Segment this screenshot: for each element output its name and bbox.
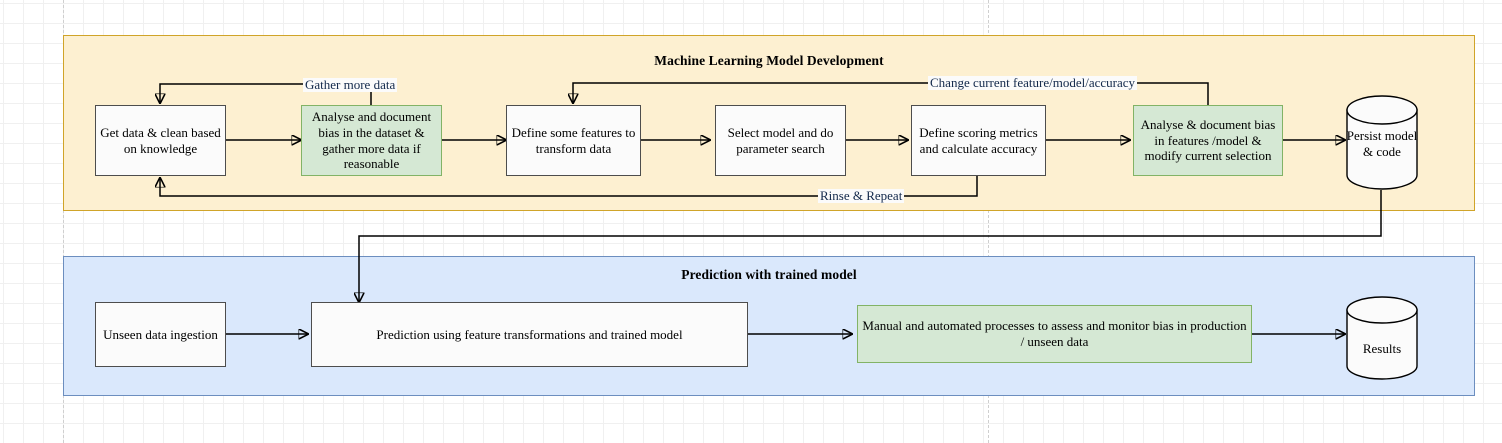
node-define-features[interactable]: Define some features to transform data — [506, 105, 641, 176]
edge-label-change-current: Change current feature/model/accuracy — [928, 75, 1137, 91]
swimlane-ml-title: Machine Learning Model Development — [654, 53, 884, 68]
node-get-data-clean[interactable]: Get data & clean based on knowledge — [95, 105, 226, 176]
node-select-model-parameter-search[interactable]: Select model and do parameter search — [715, 105, 846, 176]
swimlane-prediction-title: Prediction with trained model — [681, 267, 857, 282]
node-analyse-document-feature-bias[interactable]: Analyse & document bias in features /mod… — [1133, 105, 1283, 176]
datastore-persist-label: Persist model & code — [1346, 128, 1418, 159]
node-unseen-data-ingestion[interactable]: Unseen data ingestion — [95, 302, 226, 367]
node-define-scoring-metrics[interactable]: Define scoring metrics and calculate acc… — [911, 105, 1046, 176]
datastore-results[interactable]: Results — [1346, 296, 1418, 380]
edge-label-rinse-repeat: Rinse & Repeat — [818, 188, 905, 204]
node-prediction-using-trained-model[interactable]: Prediction using feature transformations… — [311, 302, 748, 367]
page-break-line-left — [63, 0, 64, 443]
datastore-persist-model-code[interactable]: Persist model & code — [1346, 95, 1418, 190]
node-monitor-bias-production[interactable]: Manual and automated processes to assess… — [857, 305, 1252, 363]
node-analyse-document-dataset-bias[interactable]: Analyse and document bias in the dataset… — [301, 105, 442, 176]
edge-label-gather-more-data: Gather more data — [303, 77, 398, 93]
datastore-results-label: Results — [1362, 341, 1402, 356]
